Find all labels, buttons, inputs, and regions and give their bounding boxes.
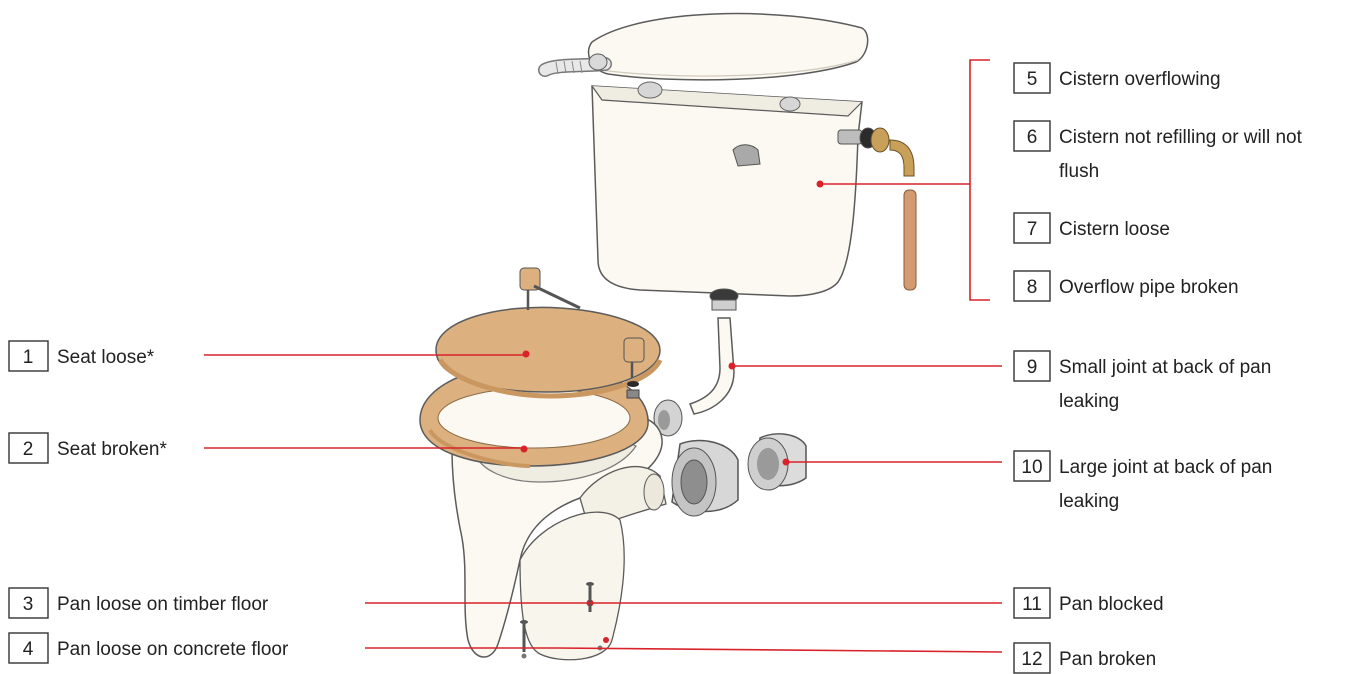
label-4-text: Pan loose on concrete floor bbox=[57, 639, 289, 660]
label-7-number: 7 bbox=[1027, 219, 1038, 240]
overflow-fittings bbox=[837, 127, 917, 291]
label-6: 6 Cistern not refilling or will not flus… bbox=[1013, 120, 1303, 182]
label-9-text-line1: Small joint at back of pan bbox=[1059, 357, 1271, 378]
label-9-number: 9 bbox=[1027, 357, 1038, 378]
label-12-number: 12 bbox=[1021, 649, 1042, 670]
label-10-text-line1: Large joint at back of pan bbox=[1059, 457, 1272, 478]
label-10: 10 Large joint at back of pan leaking bbox=[1013, 450, 1272, 512]
label-3-text: Pan loose on timber floor bbox=[57, 594, 269, 615]
label-1-number: 1 bbox=[23, 347, 34, 368]
label-3-number: 3 bbox=[23, 594, 34, 615]
toilet-seat-ring bbox=[419, 362, 649, 468]
small-joint bbox=[653, 399, 683, 437]
label-11: 11 Pan blocked bbox=[1013, 587, 1164, 619]
label-9: 9 Small joint at back of pan leaking bbox=[1013, 350, 1271, 412]
label-2: 2 Seat broken* bbox=[8, 432, 167, 464]
pan-connectors bbox=[671, 433, 807, 517]
label-9-text-line2: leaking bbox=[1059, 391, 1119, 412]
label-4-number: 4 bbox=[23, 639, 34, 660]
leader-5-8-bracket bbox=[820, 59, 990, 301]
label-5-number: 5 bbox=[1027, 69, 1038, 90]
label-2-number: 2 bbox=[23, 439, 34, 460]
toilet-illustration bbox=[419, 12, 917, 661]
label-7-text: Cistern loose bbox=[1059, 219, 1170, 240]
label-11-number: 11 bbox=[1022, 594, 1042, 615]
label-8-text: Overflow pipe broken bbox=[1059, 277, 1239, 298]
label-6-number: 6 bbox=[1027, 127, 1038, 148]
leader-4b bbox=[555, 647, 1003, 653]
toilet-seat-lid bbox=[435, 306, 663, 399]
label-10-number: 10 bbox=[1021, 457, 1042, 478]
label-1: 1 Seat loose* bbox=[8, 340, 155, 372]
label-8-number: 8 bbox=[1027, 277, 1038, 298]
cistern bbox=[591, 81, 863, 297]
inlet-hose bbox=[538, 53, 612, 77]
cistern-lid bbox=[587, 12, 869, 81]
label-3: 3 Pan loose on timber floor bbox=[8, 587, 269, 619]
label-5-text: Cistern overflowing bbox=[1059, 69, 1221, 90]
seat-hinges bbox=[519, 267, 645, 399]
label-4: 4 Pan loose on concrete floor bbox=[8, 632, 289, 664]
flush-pipe bbox=[689, 288, 739, 415]
label-6-text-line1: Cistern not refilling or will not bbox=[1059, 127, 1303, 148]
label-12-text: Pan broken bbox=[1059, 649, 1156, 670]
label-5: 5 Cistern overflowing bbox=[1013, 62, 1221, 94]
label-6-text-line2: flush bbox=[1059, 161, 1099, 182]
label-12: 12 Pan broken bbox=[1013, 642, 1156, 674]
label-2-text: Seat broken* bbox=[57, 439, 167, 460]
label-10-text-line2: leaking bbox=[1059, 491, 1119, 512]
label-7: 7 Cistern loose bbox=[1013, 212, 1170, 244]
label-11-text: Pan blocked bbox=[1059, 594, 1164, 615]
label-1-text: Seat loose* bbox=[57, 347, 155, 368]
leader-lines bbox=[204, 59, 1003, 653]
label-8: 8 Overflow pipe broken bbox=[1013, 270, 1239, 302]
